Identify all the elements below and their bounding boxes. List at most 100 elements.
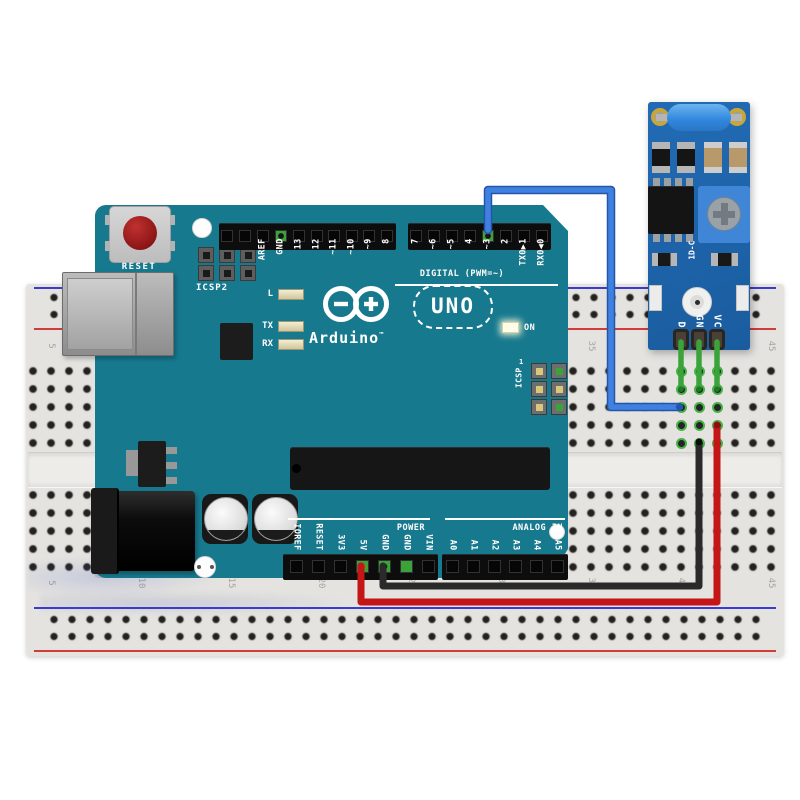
reset-button-tab xyxy=(105,215,110,225)
icsp-pin-pad xyxy=(535,367,543,375)
digital-pin-hole xyxy=(428,230,440,242)
power-pin-hole xyxy=(355,560,369,573)
ic-leg xyxy=(675,178,682,188)
smd-component xyxy=(729,142,747,173)
module-pin-collar xyxy=(691,329,707,350)
connected-hole xyxy=(693,401,705,413)
uno-badge: UNO xyxy=(413,285,493,329)
smd-component xyxy=(704,142,722,173)
trimpot-cross xyxy=(720,203,728,225)
analog-pin-hole xyxy=(550,560,564,573)
digital-pin-hole xyxy=(239,230,251,242)
usb-interface-chip xyxy=(220,323,253,360)
breadboard-column-number: 5 xyxy=(46,343,56,349)
comparator-ic xyxy=(648,186,694,234)
digital-pin-label: 12 xyxy=(311,238,322,250)
reset-button-tab xyxy=(170,241,175,251)
led-on xyxy=(502,322,519,333)
analog-separator-line xyxy=(445,518,565,520)
mounting-hole xyxy=(192,218,212,238)
connected-hole xyxy=(675,365,687,377)
module-pin-collar xyxy=(709,329,725,350)
digital-pin-label: AREF xyxy=(257,238,268,261)
digital-pin-hole xyxy=(446,230,458,242)
mcu-chip-notch xyxy=(292,464,301,473)
digital-pin-hole xyxy=(275,230,287,242)
bottom-rail-positive-line xyxy=(34,650,776,652)
power-pin-hole xyxy=(289,560,303,573)
breadboard-column-number: 35 xyxy=(586,340,596,352)
power-pin-label: IOREF xyxy=(291,523,302,551)
reset-button-cap xyxy=(123,216,157,250)
icsp2-pin-hole xyxy=(202,269,210,277)
arduino-logo-icon xyxy=(323,286,389,322)
power-pin-hole xyxy=(333,560,347,573)
connected-hole xyxy=(693,437,705,449)
digital-separator-line xyxy=(395,284,558,286)
analog-pin-hole xyxy=(487,560,501,573)
digital-pin-hole xyxy=(257,230,269,242)
breadboard-column-number: 5 xyxy=(46,580,56,586)
digital-pin-label: ~9 xyxy=(363,238,374,250)
connected-hole xyxy=(693,419,705,431)
digital-section-label: DIGITAL (PWM=~) xyxy=(419,269,505,279)
icsp2-pin-hole xyxy=(223,269,231,277)
icsp2-pin-hole xyxy=(244,269,252,277)
icsp2-pin xyxy=(198,265,214,281)
digital-pin-hole xyxy=(293,230,305,242)
smd-resistor xyxy=(652,253,677,266)
trimpot xyxy=(698,186,750,243)
led-rx xyxy=(278,339,304,350)
connected-hole xyxy=(693,365,705,377)
breadboard-column-number: 45 xyxy=(766,577,776,589)
digital-pin-label: GND xyxy=(275,238,286,255)
analog-header-strip xyxy=(442,554,568,580)
smd-component xyxy=(652,142,670,173)
connected-hole xyxy=(693,383,705,395)
mcu-chip xyxy=(290,447,550,490)
analog-pin-hole xyxy=(529,560,543,573)
arduino-brand-label: Arduino™ xyxy=(309,329,384,347)
icsp2-pin-hole xyxy=(202,251,210,259)
led-on-label: ON xyxy=(524,323,536,333)
analog-pin-hole xyxy=(508,560,522,573)
power-pin-hole xyxy=(399,560,413,573)
power-pin-hole xyxy=(311,560,325,573)
icsp-pin xyxy=(551,381,567,397)
ic-leg xyxy=(664,178,671,188)
connected-hole xyxy=(711,383,723,395)
digital-pin-hole xyxy=(311,230,323,242)
power-separator-line xyxy=(288,518,430,520)
mounting-hole xyxy=(194,556,216,578)
power-pin-hole xyxy=(421,560,435,573)
digital-pin-label: RX0◀0 xyxy=(536,238,547,266)
icsp2-pin xyxy=(240,265,256,281)
analog-pin-label: A0 xyxy=(447,539,458,551)
power-pin-hole xyxy=(377,560,391,573)
analog-pin-hole xyxy=(466,560,480,573)
analog-pin-hole xyxy=(445,560,459,573)
icsp-pin xyxy=(531,381,547,397)
arduino-brand-text: Arduino xyxy=(309,329,380,347)
electrolytic-capacitor xyxy=(202,494,248,544)
ic-leg xyxy=(686,178,693,188)
power-pin-label: RESET xyxy=(313,523,324,551)
power-jack xyxy=(91,488,195,574)
sensor-lead xyxy=(728,114,742,121)
digital-pin-label: ~11 xyxy=(328,238,339,255)
icsp2-pin xyxy=(198,247,214,263)
vibration-sensor-tube xyxy=(667,104,731,131)
icsp-pin-pad xyxy=(555,403,563,411)
bottom-rail-negative-line xyxy=(34,607,776,609)
icsp-pin xyxy=(551,399,567,415)
uno-model-label: UNO xyxy=(431,294,475,318)
module-led-dot xyxy=(695,300,700,305)
icsp2-pin-hole xyxy=(244,251,252,259)
usb-seam xyxy=(135,273,137,355)
vibration-sensor-module: 1D-C DOGNDVCC xyxy=(648,102,750,350)
icsp-pin-pad xyxy=(535,403,543,411)
bottom-rail-holes xyxy=(45,611,765,645)
power-section-label: POWER xyxy=(396,523,425,533)
module-led xyxy=(682,287,712,317)
